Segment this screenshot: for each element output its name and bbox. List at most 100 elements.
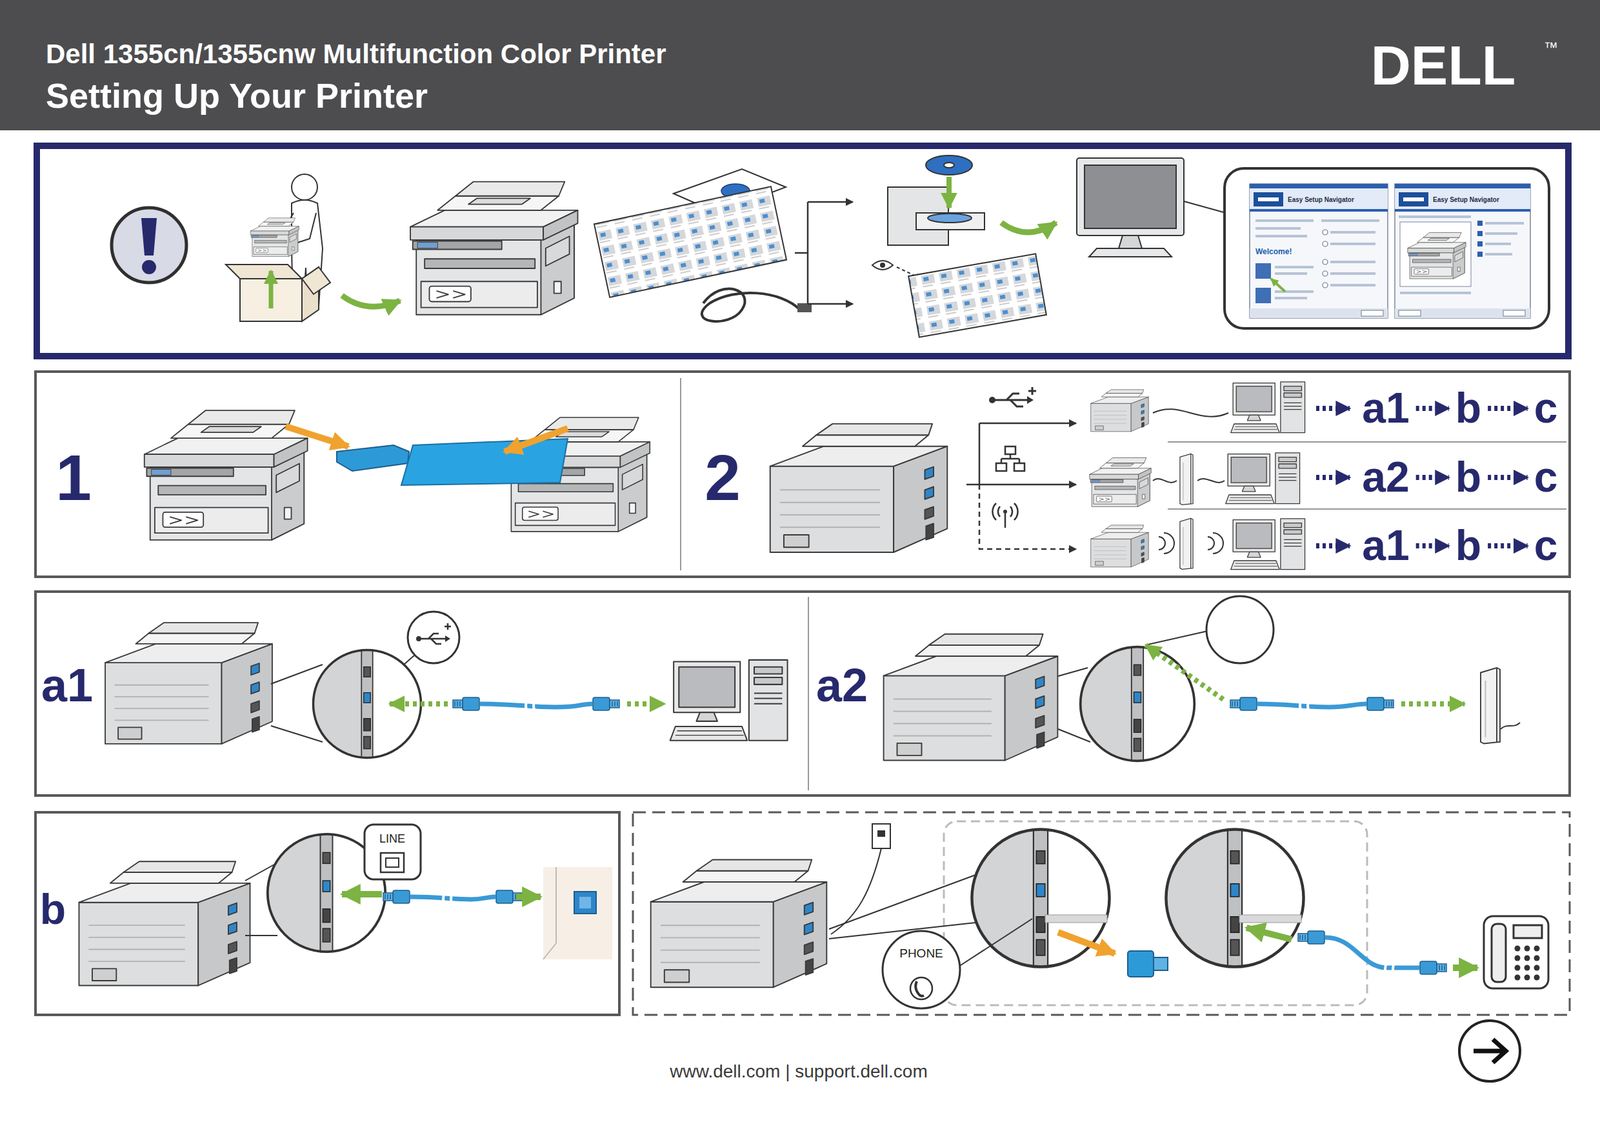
setup-window-art-part-part: [1485, 252, 1513, 256]
intro-panel-part: [225, 264, 331, 322]
steps-panel-part: [1316, 408, 1350, 546]
setup-window-art-part: [1400, 291, 1471, 295]
setup-window-art-part-part: [1322, 229, 1328, 235]
steps-panel-part: [1180, 518, 1193, 570]
phone-panel-part: [882, 930, 960, 1009]
steps-panel-part-part: [966, 483, 1077, 486]
flow-arrow: [1416, 543, 1450, 549]
port-callout: PHONE: [899, 946, 944, 961]
flow-arrow: [1416, 474, 1450, 480]
cable-panels-part: [1480, 667, 1500, 744]
brand-logo: DELL: [1370, 33, 1517, 98]
intro-panel-part-part: [1084, 165, 1177, 229]
setup-window-art-part-part: [1274, 272, 1308, 275]
steps-panel-part-part: [1004, 513, 1007, 528]
setup-window-art-part: [1400, 221, 1471, 287]
steps-panel-part-part: [978, 423, 981, 485]
cable-panels-part-part: [419, 633, 446, 644]
phone-panel-part: [969, 826, 1113, 970]
steps-panel-part-part: [1316, 474, 1350, 480]
intro-panel-part: [880, 262, 886, 268]
cable-panels-part: [1401, 701, 1465, 707]
intro-panel-part: [410, 181, 578, 315]
steps-panel-part-part: [1005, 446, 1016, 455]
flow-step: a1: [1358, 382, 1413, 435]
cable-panels: [35, 591, 1570, 796]
cable-panels-part: [1206, 596, 1274, 664]
setup-window-art-part-part: [1255, 219, 1314, 222]
intro-panel-part: [36, 145, 1569, 357]
cable-panels-part: [452, 697, 480, 711]
line-panel-part: [543, 867, 557, 960]
intro-panel-part: [872, 260, 893, 270]
steps-panel-part-part: [1316, 543, 1350, 549]
intro-panel-part: [594, 186, 787, 298]
cable-panels-part: [1500, 722, 1520, 730]
flow-step: c: [1530, 520, 1562, 572]
phone-panel-part-part: [1534, 945, 1540, 952]
setup-window-art-part: [1270, 278, 1286, 292]
page-title-holder: Setting Up Your Printer: [45, 75, 428, 116]
phone-panel-part: [1483, 916, 1549, 989]
phone-panel-part-part: [1534, 965, 1540, 971]
intro-panel-part-part: [1089, 248, 1172, 257]
phone-panel-part-part: [1513, 925, 1542, 939]
setup-window-art-part: [1407, 232, 1466, 279]
cable-panels-part: [407, 611, 460, 664]
intro-panel-part-part: [925, 155, 973, 175]
setup-window-art-part: [1394, 183, 1531, 319]
setup-window-art-part-part: [1477, 220, 1483, 226]
setup-window-art-part-part: [1322, 241, 1328, 247]
header-bar-part: [0, 0, 1600, 131]
phone-panel-part: [877, 830, 886, 837]
setup-window-art-part-part: [1322, 270, 1328, 277]
phone-panel-part-part: [1514, 945, 1521, 952]
setup-window-art-part-part: [1485, 221, 1524, 225]
cable-panels-part: [1078, 644, 1197, 764]
setup-window-art-part: [1398, 215, 1471, 219]
intro-panel-part: [341, 295, 400, 307]
phone-panel-part-part: [1514, 955, 1521, 962]
flow-arrow: [1416, 405, 1450, 411]
step-number: 2: [704, 440, 741, 515]
cable-panels-part: [1145, 645, 1224, 700]
line-panel-part: [574, 891, 597, 914]
setup-window-art-part: [1394, 188, 1531, 210]
intro-panel-part-part: [916, 212, 985, 230]
flow-step-label: a1: [1361, 383, 1410, 433]
steps-panel-part-part: [1207, 532, 1224, 554]
phone-panel: [632, 812, 1570, 1015]
intro-panel-part: [269, 270, 274, 309]
phone-panel-part: [650, 859, 828, 988]
phone-panel-part-part: [1491, 923, 1506, 982]
intro-panel-part: [250, 218, 299, 257]
steps-panel-part: [336, 445, 410, 471]
connection-panel: a1: [35, 591, 809, 796]
setup-window-art-part: [1249, 183, 1388, 319]
line-panel-part: [341, 890, 382, 898]
intro-panel-part: [794, 201, 853, 304]
setup-window-art-part: [1403, 197, 1424, 202]
intro-panel-part-part: [807, 303, 853, 306]
setup-window-art-part: [1398, 310, 1421, 317]
line-panel-part: [383, 890, 410, 904]
steps-panel-part: [992, 503, 1018, 528]
trademark-holder: ™: [1543, 39, 1559, 56]
flow-step: a2: [1358, 451, 1413, 504]
intro-panel-part: [1183, 201, 1226, 213]
header-bar: [0, 0, 1600, 131]
phone-panel-part: [943, 821, 1368, 1006]
phone-panel-part: [1514, 945, 1540, 981]
phone-panel-part-part: [1153, 957, 1168, 971]
flow-step-label: a1: [1361, 521, 1410, 571]
cable-panels-part: [627, 701, 665, 707]
panel-letter: b: [40, 885, 66, 935]
connection-panel: a2: [808, 591, 1570, 796]
intro-panel-part-part: [301, 267, 331, 295]
steps-panel-part-part: [1001, 454, 1020, 464]
cable-panels-part: [592, 697, 620, 711]
phone-panel-part: [1045, 914, 1108, 923]
steps-panel-part-part: [996, 463, 1007, 471]
